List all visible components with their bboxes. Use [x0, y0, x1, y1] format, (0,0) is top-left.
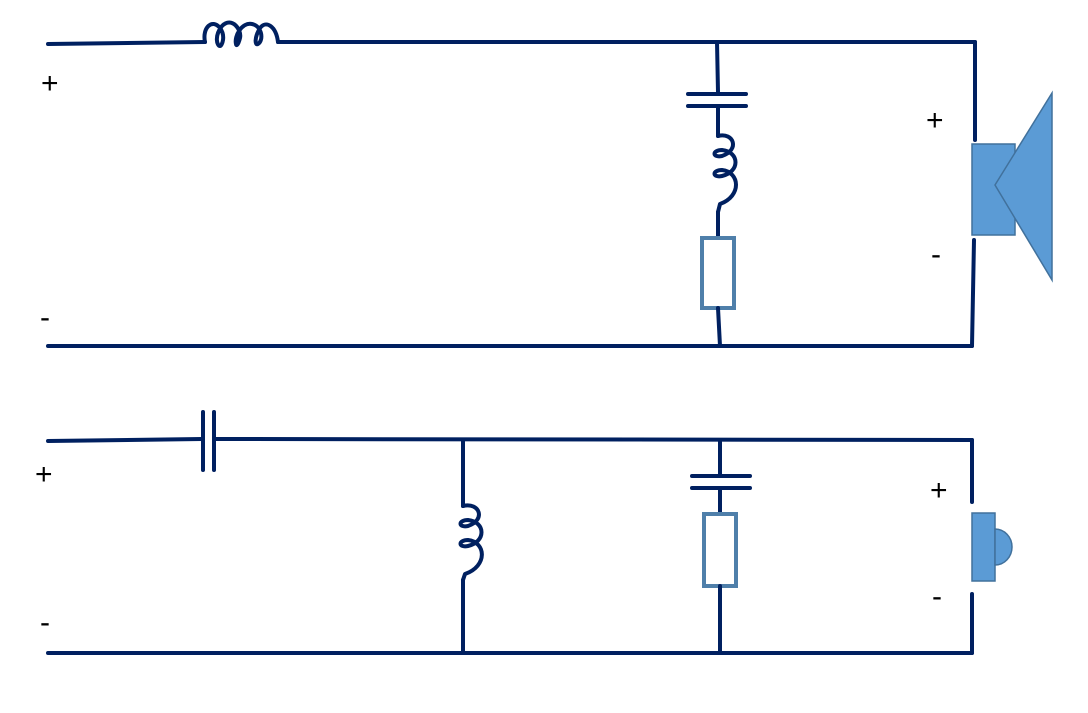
- woofer-speaker-lead-bottom: [970, 238, 976, 348]
- woofer-input-plus: +: [41, 67, 59, 100]
- woofer-shunt-wire-top: [715, 40, 720, 94]
- woofer-top-rail-left: [46, 40, 207, 46]
- woofer-speaker-minus: -: [931, 238, 941, 271]
- tweeter-circuit: + - + -: [35, 410, 1013, 655]
- woofer-shunt-inductor: [712, 133, 738, 214]
- tweeter-speaker-body: [971, 512, 996, 582]
- woofer-speaker-icon: [971, 90, 1053, 283]
- woofer-speaker-cone: [994, 90, 1053, 283]
- woofer-shunt-wire-bottom: [716, 306, 722, 348]
- series-inductor: [202, 20, 280, 48]
- tweeter-shunt-resistor: [702, 512, 738, 588]
- tweeter-speaker-minus: -: [932, 580, 942, 613]
- tweeter-speaker-icon: [971, 512, 1013, 582]
- shunt-inductor: [458, 503, 484, 582]
- woofer-input-minus: -: [40, 301, 50, 334]
- woofer-circuit: + - + -: [40, 20, 1053, 348]
- woofer-speaker-plus: +: [926, 104, 944, 137]
- tweeter-input-minus: -: [40, 606, 50, 639]
- tweeter-input-plus: +: [35, 458, 53, 491]
- tweeter-top-rail-left: [46, 437, 204, 443]
- tweeter-speaker-plus: +: [930, 474, 948, 507]
- tweeter-top-rail-right: [213, 437, 974, 442]
- woofer-shunt-resistor: [700, 236, 736, 310]
- tweeter-speaker-dome: [994, 528, 1013, 566]
